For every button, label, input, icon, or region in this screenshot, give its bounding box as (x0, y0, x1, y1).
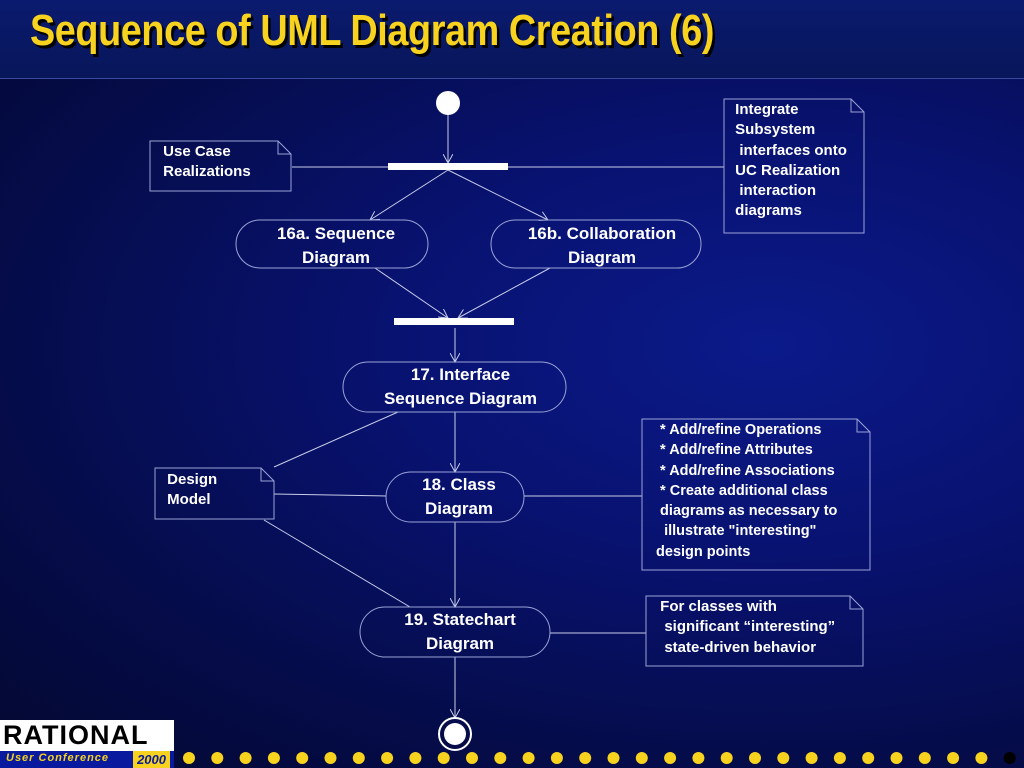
end-node-ring (438, 717, 472, 751)
footer-dot (664, 752, 677, 764)
footer-dot (183, 752, 195, 764)
join-bar (394, 318, 514, 325)
footer-dot (975, 752, 988, 764)
footer-dot (1003, 752, 1016, 764)
footer-dot (833, 752, 846, 764)
footer-dot (579, 752, 592, 764)
title-bar (0, 0, 1024, 79)
slide-title: Sequence of UML Diagram Creation (6) (30, 6, 714, 55)
footer-dot (805, 752, 818, 764)
footer-dot (466, 752, 478, 764)
footer-dot (409, 752, 422, 764)
flow-lines (263, 115, 724, 718)
note-design-model-border (154, 467, 275, 520)
footer-dot (550, 752, 563, 764)
footer-dot (890, 752, 903, 764)
footer-dot (947, 752, 960, 764)
note-integrate: Integrate Subsystem interfaces onto UC R… (735, 101, 847, 220)
end-node (444, 723, 466, 745)
note-use-case: Use Case Realizations (163, 143, 251, 181)
footer-dot (239, 752, 252, 764)
node-sequence-diagram (235, 219, 429, 269)
logo-year: 2000 (133, 751, 170, 768)
node-statechart-diagram (359, 606, 551, 658)
note-integrate-border (723, 98, 865, 234)
note-class-ops: * Add/refine Operations * Add/refine Att… (656, 422, 838, 560)
fork-bar (388, 163, 508, 170)
note-design-model: Design Model (167, 471, 218, 509)
footer-dot (777, 752, 790, 764)
footer-dot (381, 752, 394, 764)
footer-dot (522, 752, 535, 764)
footer-dot (352, 752, 365, 764)
footer-dot (720, 752, 733, 764)
logo-sub-text: User Conference (6, 752, 110, 764)
start-node (436, 91, 460, 115)
footer-dot (296, 752, 309, 764)
footer-dot (862, 752, 875, 764)
logo-subbar: User Conference (0, 751, 174, 768)
footer-dot (437, 752, 450, 764)
footer-dot (635, 752, 648, 764)
note-statechart-border (645, 595, 864, 667)
logo-text: RATIONAL (3, 720, 149, 750)
note-class-ops-border (641, 418, 871, 571)
footer-dot (918, 752, 931, 764)
footer-dot (267, 752, 280, 764)
node-collaboration-diagram (490, 219, 702, 269)
footer-dot (211, 752, 224, 764)
node-interface-sequence (342, 361, 567, 413)
note-use-case-border (149, 140, 292, 192)
footer-dots (183, 752, 1016, 764)
footer-dot (607, 752, 620, 764)
note-statechart: For classes with significant “interestin… (660, 598, 836, 656)
rational-logo: RATIONAL User Conference 2000 (0, 720, 174, 768)
footer-dot (749, 752, 761, 764)
footer-dot (494, 752, 507, 764)
node-class-diagram (385, 471, 525, 523)
footer-dot (692, 752, 705, 764)
footer-dot (324, 752, 337, 764)
